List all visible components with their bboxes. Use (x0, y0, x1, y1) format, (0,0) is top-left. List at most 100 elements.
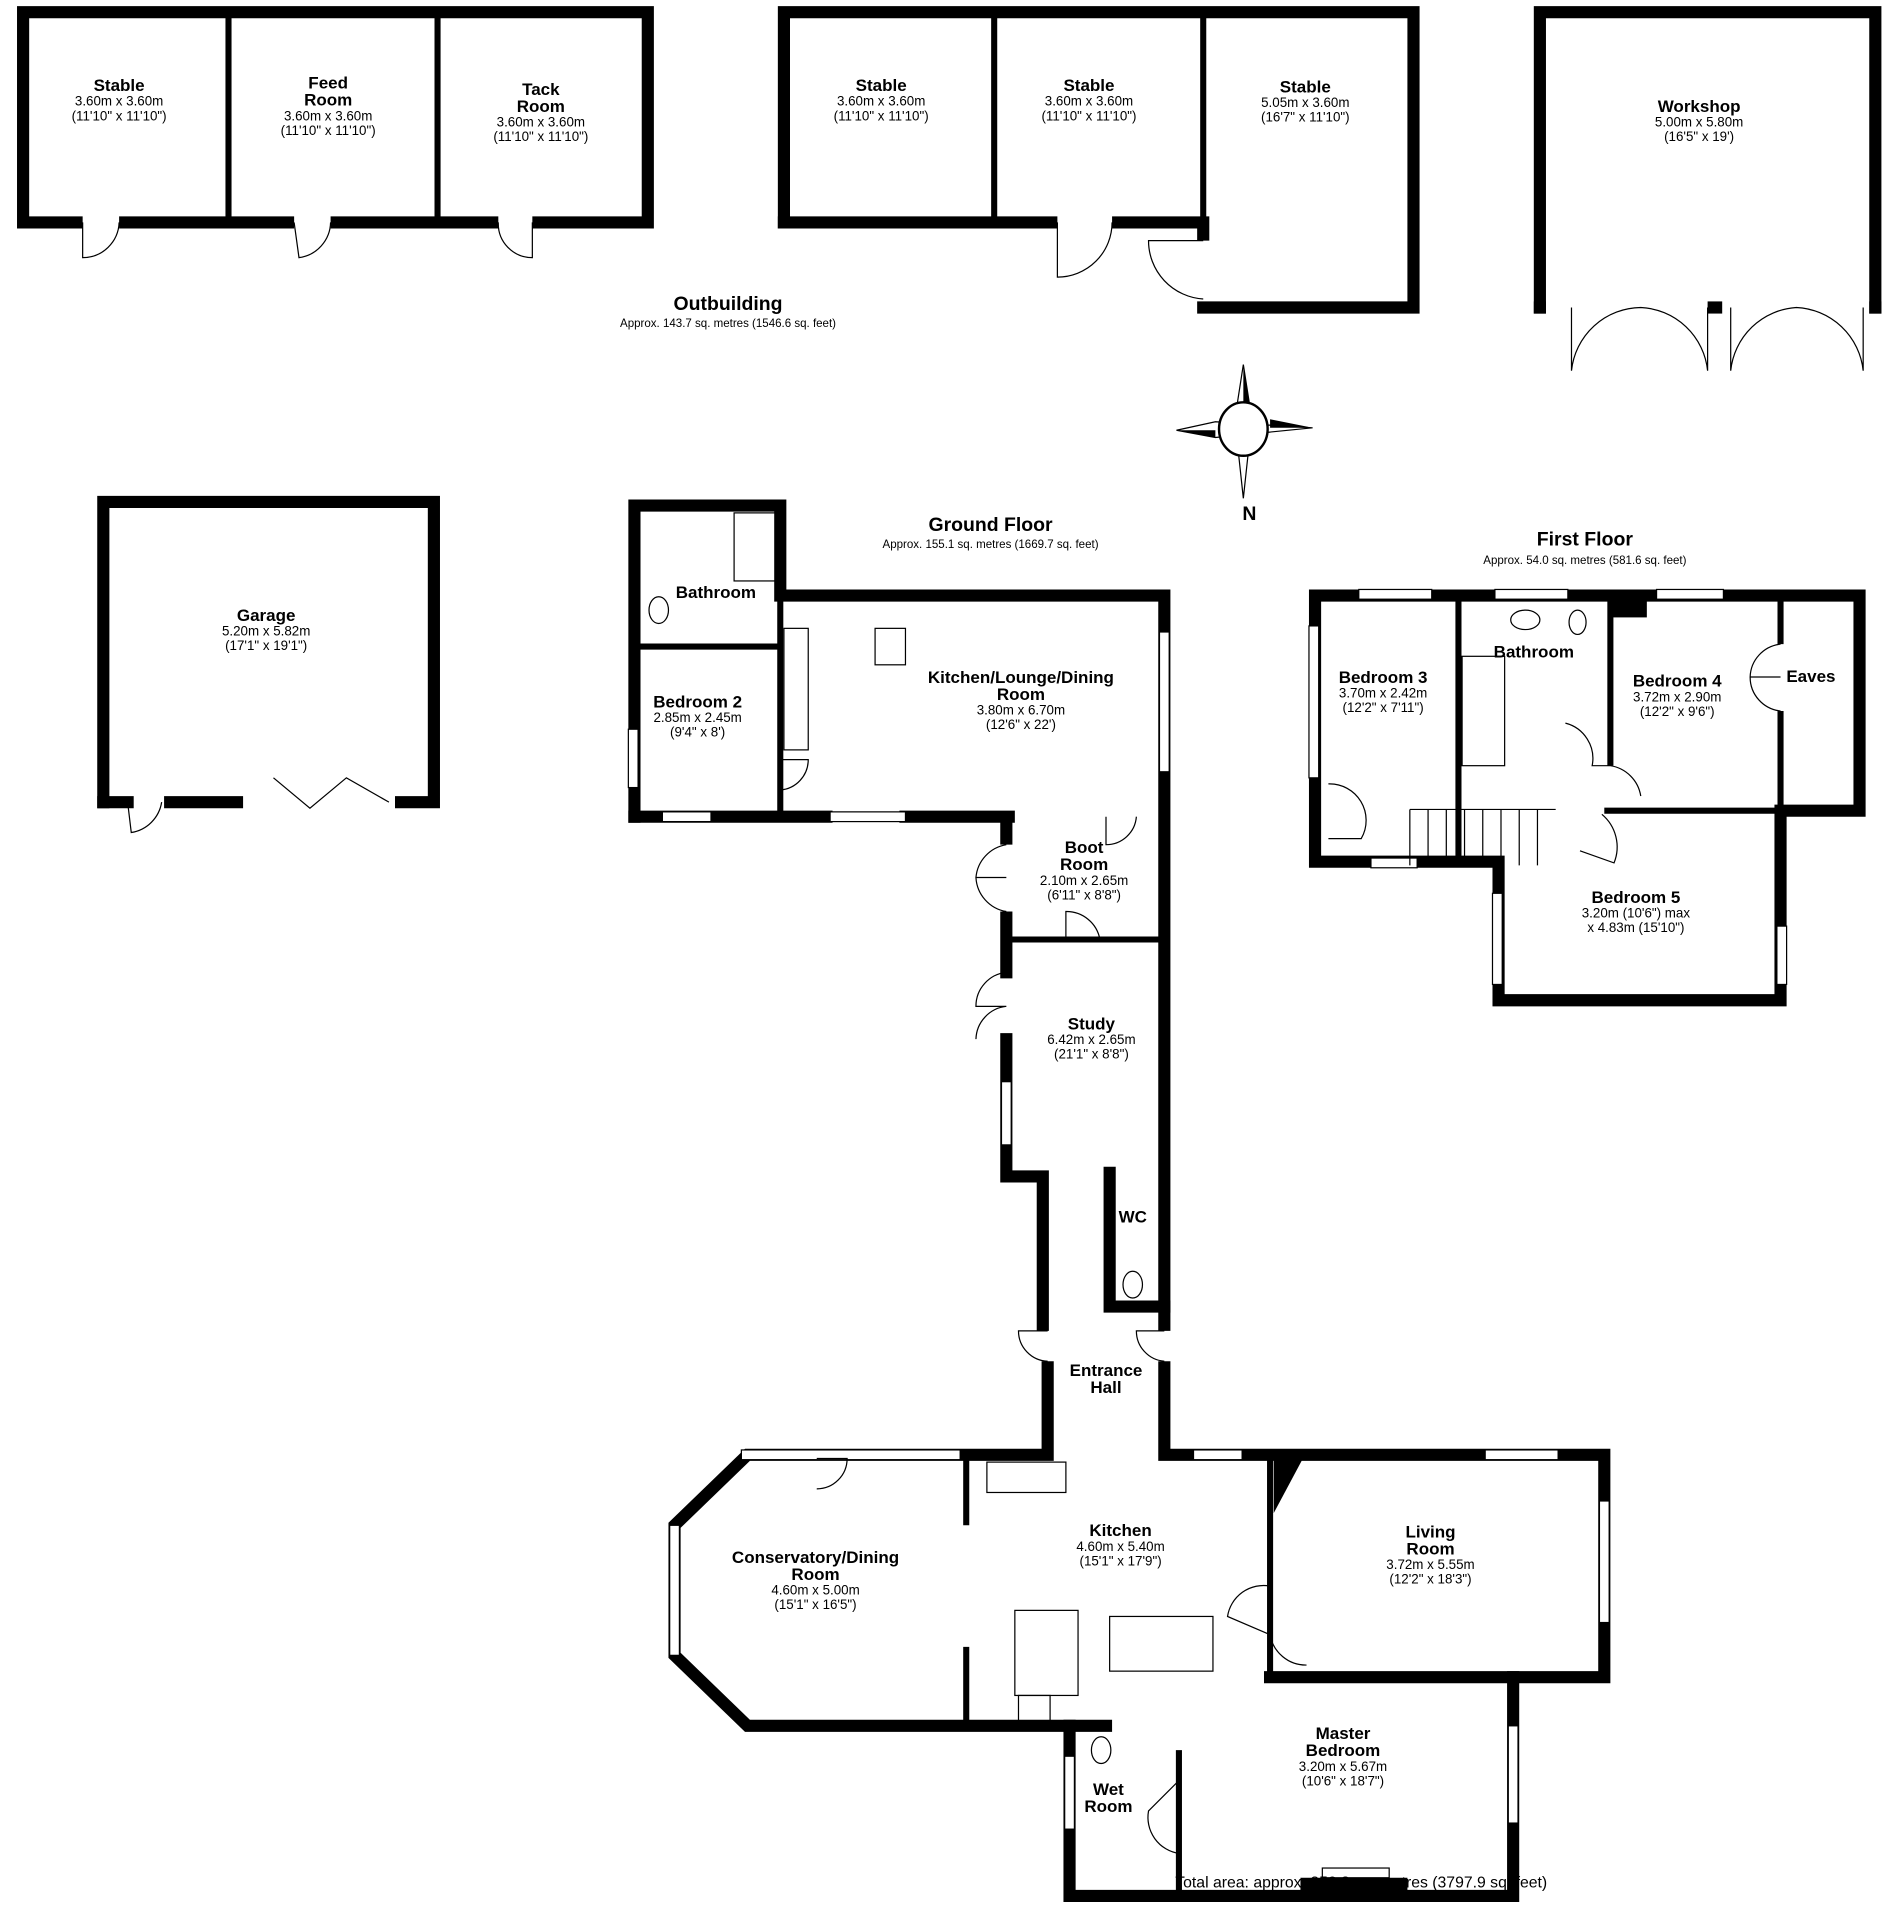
room-dimensions: 5.20m x 5.82m (222, 624, 310, 639)
room-name: Room (791, 1565, 839, 1584)
room-dimensions: (12'6" x 22') (986, 717, 1056, 732)
outbuilding-middle-block (777, 6, 1420, 314)
section-title: Ground Floor (928, 514, 1053, 536)
room-label: Eaves (1786, 667, 1835, 686)
door-icon (1579, 813, 1618, 864)
room-name: Stable (94, 76, 145, 95)
room-name: Living (1405, 1522, 1455, 1541)
room-name: Wet (1093, 1780, 1124, 1799)
section-area: Approx. 155.1 sq. metres (1669.7 sq. fee… (883, 539, 1099, 551)
room-name: Room (997, 685, 1045, 704)
room-name: Kitchen/Lounge/Dining (928, 668, 1114, 687)
room-dimensions: (21'1" x 8'8") (1054, 1047, 1129, 1062)
room-name: Bedroom 5 (1592, 888, 1681, 907)
room-name: Kitchen (1089, 1521, 1151, 1540)
room-dimensions: (11'10" x 11'10") (1041, 108, 1136, 123)
door-icon (816, 1457, 848, 1490)
room-dimensions: (12'2" x 9'6") (1640, 704, 1715, 719)
room-dimensions: (17'1" x 19'1") (225, 638, 307, 653)
section-first-floor: First Floor Approx. 54.0 sq. metres (581… (1483, 529, 1686, 567)
room-dimensions: (11'10" x 11'10") (834, 108, 929, 123)
door-icon (780, 759, 809, 791)
room-name: WC (1119, 1208, 1147, 1227)
door-icon (1565, 722, 1642, 797)
room-dimensions: 5.05m x 3.60m (1261, 95, 1349, 110)
door-icon (127, 802, 163, 834)
section-outbuilding: Outbuilding Approx. 143.7 sq. metres (15… (620, 293, 836, 330)
door-icon (82, 222, 120, 259)
room-dimensions: 5.00m x 5.80m (1655, 114, 1743, 129)
door-icon (293, 222, 332, 259)
room-name: Tack (522, 80, 560, 99)
door-icon (1226, 1584, 1307, 1666)
room-name: Bedroom 2 (653, 692, 742, 711)
room-name: Workshop (1658, 97, 1741, 116)
door-icon (1135, 1330, 1165, 1362)
door-icon (273, 777, 390, 810)
room-dimensions: (11'10" x 11'10") (281, 123, 376, 138)
room-dimensions: 2.85m x 2.45m (653, 710, 741, 725)
room-name: Room (1084, 1797, 1132, 1816)
room-dimensions: 3.60m x 3.60m (497, 114, 585, 129)
room-dimensions: 3.70m x 2.42m (1339, 686, 1427, 701)
room-name: Bathroom (676, 583, 756, 602)
room-name: Feed (308, 74, 348, 93)
room-dimensions: 3.80m x 6.70m (977, 703, 1065, 718)
room-name: Conservatory/Dining (732, 1548, 899, 1567)
room-dimensions: 3.60m x 3.60m (284, 108, 372, 123)
room-dimensions: (16'7" x 11'10") (1261, 110, 1350, 125)
room-dimensions: 4.60m x 5.00m (771, 1583, 859, 1598)
room-dimensions: (6'11" x 8'8") (1047, 887, 1121, 902)
room-label: Bedroom 22.85m x 2.45m(9'4" x 8') (653, 692, 742, 739)
room-dimensions: (15'1" x 17'9") (1079, 1553, 1161, 1568)
door-icon (1017, 1330, 1048, 1362)
room-dimensions: 3.72m x 5.55m (1386, 1557, 1474, 1572)
room-name: Bedroom 3 (1339, 668, 1428, 687)
room-dimensions: (10'6" x 18'7") (1302, 1773, 1384, 1788)
room-name: Room (1406, 1539, 1454, 1558)
room-name: Bedroom 4 (1633, 672, 1722, 691)
room-dimensions: 3.20m x 5.67m (1299, 1759, 1387, 1774)
first-floor-plan (1308, 588, 1866, 1007)
room-dimensions: (15'1" x 16'5") (774, 1597, 856, 1612)
room-label: Bathroom (1494, 643, 1574, 662)
room-name: Stable (856, 76, 907, 95)
room-dimensions: (16'5" x 19') (1664, 129, 1734, 144)
room-dimensions: 3.72m x 2.90m (1633, 689, 1721, 704)
door-icon (1147, 1780, 1180, 1855)
room-dimensions: 3.60m x 3.60m (837, 94, 925, 109)
section-title: First Floor (1537, 529, 1634, 551)
door-icon (1570, 306, 1709, 371)
room-name: Master (1316, 1724, 1371, 1743)
door-icon (1730, 306, 1864, 371)
room-name: Entrance (1070, 1361, 1143, 1380)
room-name: Bathroom (1494, 643, 1574, 662)
room-label: Bathroom (676, 583, 756, 602)
room-name: Eaves (1786, 667, 1835, 686)
compass-north-label: N (1242, 503, 1256, 525)
room-name: Stable (1063, 76, 1114, 95)
room-label: Bedroom 33.70m x 2.42m(12'2" x 7'11") (1339, 668, 1428, 715)
door-icon (975, 844, 1007, 913)
room-dimensions: 3.20m (10'6") max (1582, 906, 1691, 921)
door-icon (1105, 816, 1137, 846)
room-dimensions: 3.60m x 3.60m (75, 94, 163, 109)
door-icon (1065, 910, 1101, 940)
door-icon (497, 222, 533, 259)
section-ground-floor: Ground Floor Approx. 155.1 sq. metres (1… (883, 514, 1099, 551)
room-dimensions: (9'4" x 8') (670, 725, 725, 740)
